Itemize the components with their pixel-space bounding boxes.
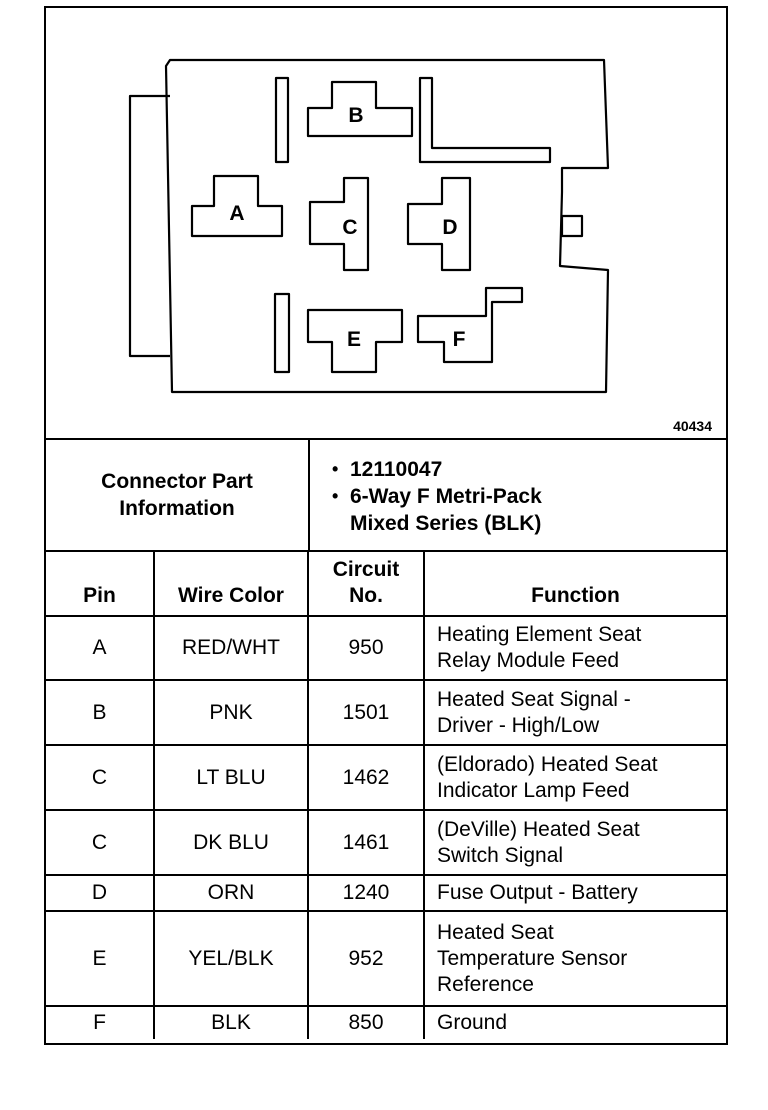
function-line: Fuse Output - Battery [437, 881, 638, 904]
connector-part-info: Connector Part Information • 12110047 • 6-… [46, 438, 726, 552]
connector-sheet: B A C D E F 40434 Connector Part Informa… [44, 6, 728, 1045]
cell-pin: E [46, 910, 155, 1007]
function-line: (Eldorado) Heated Seat [437, 752, 658, 776]
table-row: C LT BLU 1462 (Eldorado) Heated Seat Ind… [46, 744, 726, 811]
function-line: Driver - High/Low [437, 713, 600, 737]
cell-function: (DeVille) Heated Seat Switch Signal [423, 809, 726, 876]
cell-circuit: 850 [307, 1005, 425, 1039]
info-divider [308, 438, 310, 550]
function-line: Temperature Sensor [437, 946, 628, 970]
cell-wire-color: RED/WHT [153, 615, 309, 681]
cell-pin: D [46, 874, 155, 912]
table-row: A RED/WHT 950 Heating Element Seat Relay… [46, 615, 726, 681]
figure-number: 40434 [673, 418, 712, 434]
function-line: Heating Element Seat [437, 623, 642, 646]
pin-cavity-a [190, 174, 284, 238]
connector-latch-left [128, 94, 170, 358]
cell-wire-color: YEL/BLK [153, 910, 309, 1007]
pin-cavity-f [416, 286, 524, 364]
header-circuit: Circuit No. [307, 550, 425, 617]
header-pin: Pin [46, 550, 155, 617]
function-line: Relay Module Feed [437, 649, 620, 672]
function-line: Ground [437, 1011, 508, 1034]
table-row: F BLK 850 Ground [46, 1005, 726, 1039]
connector-diagram: B A C D E F 40434 [46, 8, 726, 440]
header-circuit-line1: Circuit [332, 558, 400, 581]
cell-wire-color: ORN [153, 874, 309, 912]
polarization-slot-top [274, 76, 290, 164]
function-line: Switch Signal [437, 843, 564, 867]
cell-circuit: 1501 [307, 679, 425, 746]
cell-pin: C [46, 744, 155, 811]
connector-type: 6-Way F Metri-Pack [350, 485, 542, 508]
pin-letter-e: E [347, 328, 361, 351]
pin-cavity-d [406, 176, 472, 272]
table-row: D ORN 1240 Fuse Output - Battery [46, 874, 726, 912]
bullet-icon: • [332, 459, 339, 479]
cell-circuit: 952 [307, 910, 425, 1007]
cell-circuit: 950 [307, 615, 425, 681]
cell-function: Heated Seat Signal - Driver - High/Low [423, 679, 726, 746]
header-circuit-line2: No. [349, 584, 383, 607]
cell-wire-color: LT BLU [153, 744, 309, 811]
cell-circuit: 1461 [307, 809, 425, 876]
connector-series: Mixed Series (BLK) [350, 512, 542, 535]
table-row: C DK BLU 1461 (DeVille) Heated Seat Swit… [46, 809, 726, 876]
cell-pin: A [46, 615, 155, 681]
connector-body-outline [164, 58, 610, 394]
part-number: 12110047 [350, 458, 443, 481]
header-function: Function [423, 550, 726, 617]
cell-wire-color: DK BLU [153, 809, 309, 876]
cell-circuit: 1240 [307, 874, 425, 912]
pin-letter-c: C [342, 216, 357, 239]
pin-letter-a: A [229, 202, 244, 225]
info-item: • 12110047 [332, 456, 542, 483]
connector-bracket-top-right [418, 76, 552, 164]
pin-cavity-e [306, 308, 404, 374]
cell-pin: F [46, 1005, 155, 1039]
polarization-slot-bottom [273, 292, 291, 374]
cell-wire-color: BLK [153, 1005, 309, 1039]
function-line: Heated Seat [437, 920, 554, 944]
cell-function: Fuse Output - Battery [423, 874, 726, 912]
pin-letter-b: B [348, 104, 363, 127]
bullet-icon: • [332, 486, 339, 506]
cell-function: Heating Element Seat Relay Module Feed [423, 615, 726, 681]
cell-pin: C [46, 809, 155, 876]
info-title-line1: Connector Part [101, 470, 253, 493]
table-row: E YEL/BLK 952 Heated Seat Temperature Se… [46, 910, 726, 1007]
connector-tab-right [560, 214, 584, 238]
table-header-row: Pin Wire Color Circuit No. Function [46, 550, 726, 617]
pin-cavity-b [306, 80, 414, 138]
pin-letter-f: F [453, 328, 466, 351]
cell-function: Heated Seat Temperature Sensor Reference [423, 910, 726, 1007]
cell-function: (Eldorado) Heated Seat Indicator Lamp Fe… [423, 744, 726, 811]
info-item: • 6-Way F Metri-Pack [332, 483, 542, 510]
function-line: (DeVille) Heated Seat [437, 817, 640, 841]
pin-letter-d: D [442, 216, 457, 239]
function-line: Reference [437, 972, 534, 996]
info-title: Connector Part Information [46, 468, 308, 522]
connector-face-drawing: B A C D E F [128, 58, 610, 394]
info-list: • 12110047 • 6-Way F Metri-Pack Mixed Seri… [332, 456, 542, 537]
pin-table: Pin Wire Color Circuit No. Function A RE… [46, 550, 726, 1039]
info-title-line2: Information [119, 497, 235, 520]
table-row: B PNK 1501 Heated Seat Signal - Driver -… [46, 679, 726, 746]
cell-pin: B [46, 679, 155, 746]
function-line: Heated Seat Signal - [437, 687, 631, 711]
header-wire-color: Wire Color [153, 550, 309, 617]
info-item: Mixed Series (BLK) [350, 510, 542, 537]
cell-wire-color: PNK [153, 679, 309, 746]
cell-circuit: 1462 [307, 744, 425, 811]
function-line: Indicator Lamp Feed [437, 778, 630, 802]
pin-cavity-c [308, 176, 370, 272]
cell-function: Ground [423, 1005, 726, 1039]
